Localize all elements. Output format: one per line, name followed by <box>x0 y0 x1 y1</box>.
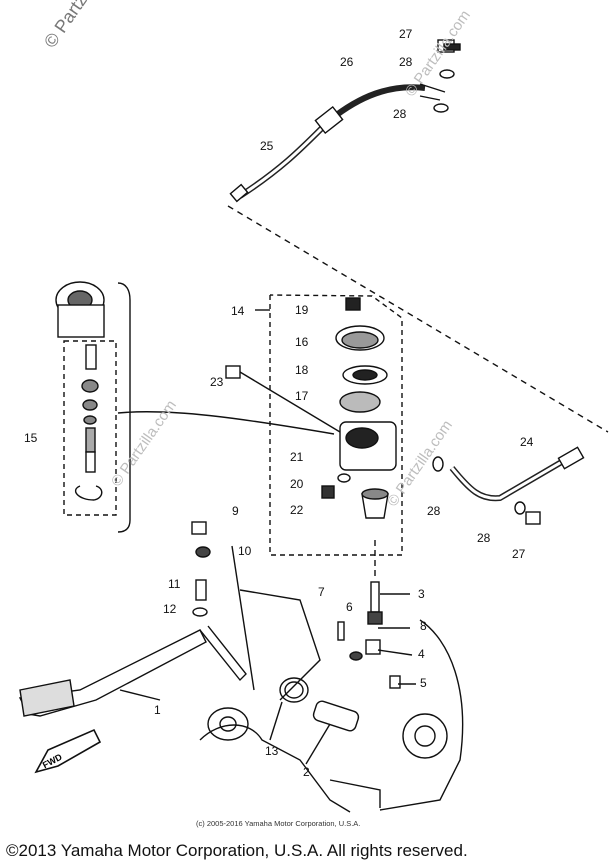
callout-28-top-a: 28 <box>399 55 413 69</box>
footer-copyright: ©2013 Yamaha Motor Corporation, U.S.A. A… <box>6 841 468 860</box>
callout-18: 18 <box>295 363 309 377</box>
callout-2: 2 <box>303 765 310 779</box>
callout-27-top: 27 <box>399 27 413 41</box>
callout-17: 17 <box>295 389 309 403</box>
callout-4: 4 <box>418 647 425 661</box>
callout-12: 12 <box>163 602 177 616</box>
callout-15: 15 <box>24 431 38 445</box>
diagram-copyright: (c) 2005-2016 Yamaha Motor Corporation, … <box>196 819 361 828</box>
callout-3: 3 <box>418 587 425 601</box>
callout-25: 25 <box>260 139 274 153</box>
callout-28-top-b: 28 <box>393 107 407 121</box>
callout-19: 19 <box>295 303 309 317</box>
callout-26: 26 <box>340 55 354 69</box>
callout-1: 1 <box>154 703 161 717</box>
callout-28-mid: 28 <box>427 504 441 518</box>
callout-8: 8 <box>420 619 427 633</box>
callout-11: 11 <box>168 577 181 591</box>
callout-10: 10 <box>238 544 252 558</box>
callout-16: 16 <box>295 335 309 349</box>
callout-28-right: 28 <box>477 531 491 545</box>
callout-27-right: 27 <box>512 547 526 561</box>
callout-22: 22 <box>290 503 304 517</box>
callout-23: 23 <box>210 375 224 389</box>
callout-7: 7 <box>318 585 325 599</box>
callout-6: 6 <box>346 600 353 614</box>
callout-14: 14 <box>231 304 245 318</box>
callout-5: 5 <box>420 676 427 690</box>
callout-9: 9 <box>232 504 239 518</box>
callout-20: 20 <box>290 477 304 491</box>
callout-13: 13 <box>265 744 279 758</box>
callout-21: 21 <box>290 450 304 464</box>
callout-24: 24 <box>520 435 534 449</box>
